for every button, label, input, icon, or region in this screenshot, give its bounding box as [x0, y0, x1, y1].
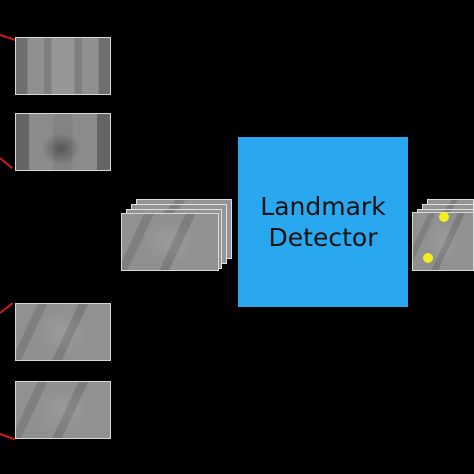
connector-line-1 [0, 34, 16, 41]
xray-image [15, 113, 111, 171]
connector-line-4 [0, 433, 16, 441]
xray-image [15, 37, 111, 95]
xray-image [15, 381, 111, 439]
detector-label-line2: Detector [268, 223, 378, 252]
landmark-dot [423, 253, 433, 263]
detector-label-line1: Landmark [260, 191, 386, 221]
xray-image [121, 213, 219, 271]
connector-line-3 [0, 302, 14, 314]
landmark-detector-box: Landmark Detector [238, 137, 408, 307]
landmark-dot [439, 212, 449, 222]
connector-line-2 [0, 157, 13, 170]
xray-image [15, 303, 111, 361]
